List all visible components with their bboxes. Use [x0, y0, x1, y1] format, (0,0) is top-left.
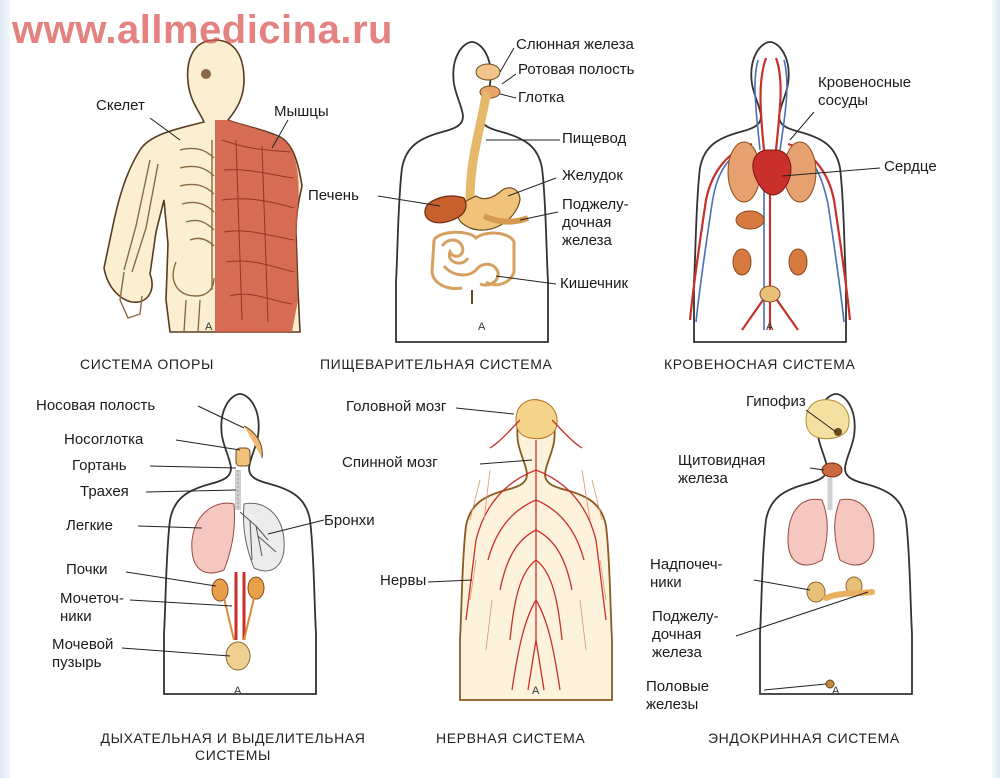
svg-text:A: A: [205, 321, 213, 333]
svg-text:A: A: [234, 685, 242, 697]
svg-text:A: A: [478, 321, 486, 333]
label-skeleton: Скелет: [96, 97, 145, 115]
label-bladder: Мочевой пузырь: [52, 636, 113, 672]
label-spinal-cord: Спинной мозг: [342, 454, 438, 472]
caption-support-system: СИСТЕМА ОПОРЫ: [80, 356, 214, 373]
label-bronchi: Бронхи: [324, 512, 375, 530]
svg-text:A: A: [832, 685, 840, 697]
label-thyroid: Щитовидная железа: [678, 452, 765, 488]
caption-endocrine-system: ЭНДОКРИННАЯ СИСТЕМА: [708, 730, 900, 747]
label-larynx: Гортань: [72, 457, 127, 475]
label-nasal-cavity: Носовая полость: [36, 397, 155, 415]
label-liver: Печень: [308, 187, 359, 205]
label-stomach: Желудок: [562, 167, 623, 185]
label-muscles: Мышцы: [274, 103, 329, 121]
label-trachea: Трахея: [80, 483, 129, 501]
label-gonads: Половые железы: [646, 678, 709, 714]
caption-respiratory-excretory-systems: ДЫХАТЕЛЬНАЯ И ВЫДЕЛИТЕЛЬНАЯ СИСТЕМЫ: [60, 730, 406, 764]
label-pharynx: Глотка: [518, 89, 564, 107]
label-pancreas-endocrine: Поджелу- дочная железа: [652, 608, 719, 662]
watermark-text: www.allmedicina.ru: [12, 8, 393, 53]
caption-circulatory-system: КРОВЕНОСНАЯ СИСТЕМА: [664, 356, 855, 373]
label-pituitary: Гипофиз: [746, 393, 806, 411]
label-lungs: Легкие: [66, 517, 113, 535]
caption-digestive-system: ПИЩЕВАРИТЕЛЬНАЯ СИСТЕМА: [320, 356, 552, 373]
support-system-figure: A: [104, 40, 302, 333]
label-kidneys: Почки: [66, 561, 108, 579]
label-ureters: Мочеточ- ники: [60, 590, 124, 626]
svg-text:A: A: [766, 321, 774, 333]
label-heart: Сердце: [884, 158, 937, 176]
label-esophagus: Пищевод: [562, 130, 626, 148]
label-nasopharynx: Носоглотка: [64, 431, 143, 449]
label-adrenal-glands: Надпочеч- ники: [650, 556, 723, 592]
label-oral-cavity: Ротовая полость: [518, 61, 634, 79]
caption-nervous-system: НЕРВНАЯ СИСТЕМА: [436, 730, 585, 747]
label-nerves: Нервы: [380, 572, 426, 590]
svg-text:A: A: [532, 685, 540, 697]
label-brain: Головной мозг: [346, 398, 446, 416]
label-blood-vessels: Кровеносные сосуды: [818, 74, 911, 110]
label-pancreas-digestive: Поджелу- дочная железа: [562, 196, 629, 250]
label-intestine: Кишечник: [560, 275, 628, 293]
label-salivary-gland: Слюнная железа: [516, 36, 634, 54]
